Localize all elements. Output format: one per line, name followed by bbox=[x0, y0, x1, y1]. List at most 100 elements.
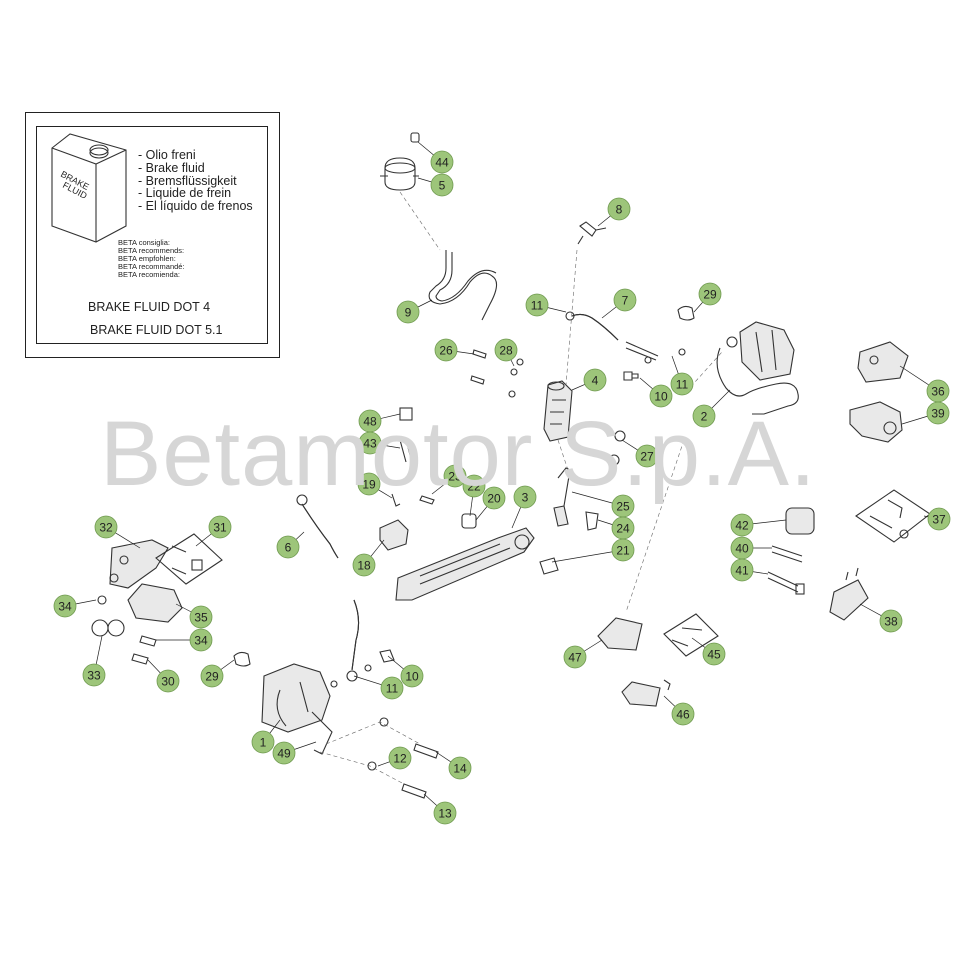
callout-badge bbox=[189, 605, 213, 629]
callout-badge bbox=[482, 486, 506, 510]
part-callout-23: 23 bbox=[443, 464, 467, 488]
language-line: - El líquido de frenos bbox=[138, 199, 253, 214]
callout-number: 10 bbox=[654, 390, 668, 404]
part-callout-22: 22 bbox=[462, 474, 486, 498]
part-callout-40: 40 bbox=[730, 536, 754, 560]
master-cylinder-bolts bbox=[470, 349, 524, 398]
part-callout-42: 42 bbox=[730, 513, 754, 537]
callout-badge bbox=[611, 538, 635, 562]
part-callout-11: 11 bbox=[525, 293, 549, 317]
callout-badge bbox=[430, 173, 454, 197]
part-callout-48: 48 bbox=[358, 409, 382, 433]
legend-inner-frame bbox=[36, 126, 268, 344]
part-callout-34: 34 bbox=[53, 594, 77, 618]
part-callout-44: 44 bbox=[430, 150, 454, 174]
part-callout-31: 31 bbox=[208, 515, 232, 539]
callout-badge bbox=[583, 368, 607, 392]
callout-badge bbox=[433, 801, 457, 825]
recommends-line: BETA recommends: bbox=[118, 246, 185, 255]
part-callout-33: 33 bbox=[82, 663, 106, 687]
callout-number: 42 bbox=[735, 519, 749, 533]
callout-badge bbox=[926, 401, 950, 425]
part-callout-49: 49 bbox=[272, 741, 296, 765]
part-callout-13: 13 bbox=[433, 801, 457, 825]
callout-badge bbox=[730, 513, 754, 537]
callout-number: 27 bbox=[640, 450, 654, 464]
caliper-bleeder-29 bbox=[677, 305, 695, 321]
front-pistons-33-34 bbox=[91, 595, 125, 637]
part-callout-14: 14 bbox=[448, 756, 472, 780]
callout-badge bbox=[927, 507, 951, 531]
clevis-25-24 bbox=[539, 467, 599, 575]
front-pin-kit-31 bbox=[155, 533, 223, 585]
callout-number: 11 bbox=[386, 682, 399, 696]
callout-number: 9 bbox=[405, 306, 412, 320]
front-bolts-30-34 bbox=[131, 635, 157, 665]
callout-number: 10 bbox=[405, 670, 419, 684]
brake-light-switch bbox=[577, 221, 607, 245]
callout-number: 14 bbox=[453, 762, 467, 776]
callout-badge bbox=[525, 293, 549, 317]
callout-number: 46 bbox=[676, 708, 690, 722]
part-callout-38: 38 bbox=[879, 609, 903, 633]
callout-badge bbox=[494, 338, 518, 362]
callout-number: 39 bbox=[931, 407, 945, 421]
callout-badge bbox=[276, 535, 300, 559]
callout-number: 45 bbox=[707, 648, 721, 662]
callout-number: 33 bbox=[87, 669, 101, 683]
callout-number: 32 bbox=[99, 521, 113, 535]
part-callout-7: 7 bbox=[613, 288, 637, 312]
callout-number: 26 bbox=[439, 344, 453, 358]
callout-badge bbox=[448, 756, 472, 780]
hardware-46 bbox=[621, 679, 671, 707]
callout-number: 47 bbox=[568, 651, 582, 665]
legend-frame bbox=[25, 112, 280, 358]
callout-number: 49 bbox=[277, 747, 291, 761]
language-line: - Olio freni bbox=[138, 148, 196, 162]
language-line: - Bremsflüssigkeit bbox=[138, 173, 237, 188]
front-brake-caliper bbox=[261, 663, 333, 755]
part-callout-27: 27 bbox=[635, 444, 659, 468]
watermark: Betamotor S.p.A. bbox=[100, 403, 817, 505]
callout-number: 7 bbox=[622, 294, 629, 308]
callout-number: 34 bbox=[58, 600, 72, 614]
part-callout-47: 47 bbox=[563, 645, 587, 669]
callout-number: 44 bbox=[435, 156, 449, 170]
part-callout-21: 21 bbox=[611, 538, 635, 562]
recommends-line: BETA empfohlen: bbox=[118, 254, 176, 263]
callout-number: 11 bbox=[531, 299, 544, 313]
callout-badge bbox=[396, 300, 420, 324]
callout-badge bbox=[156, 669, 180, 693]
front-brake-hose bbox=[330, 599, 395, 688]
part-callout-20: 20 bbox=[482, 486, 506, 510]
callout-leader-line bbox=[551, 549, 624, 563]
callout-number: 48 bbox=[363, 415, 377, 429]
part-callout-11: 11 bbox=[670, 372, 694, 396]
part-callout-45: 45 bbox=[702, 642, 726, 666]
recommends-line: BETA recomienda: bbox=[118, 270, 180, 279]
callout-number: 22 bbox=[467, 480, 481, 494]
callout-number: 1 bbox=[260, 736, 267, 750]
callout-badge bbox=[730, 558, 754, 582]
part-callout-30: 30 bbox=[156, 669, 180, 693]
callout-number: 38 bbox=[884, 615, 898, 629]
callout-badge bbox=[251, 730, 275, 754]
part-callout-43: 43 bbox=[358, 431, 382, 455]
language-line: - Liquide de frein bbox=[138, 186, 232, 201]
rear-master-cylinder bbox=[543, 380, 573, 471]
return-spring-6 bbox=[296, 494, 339, 559]
part-callout-36: 36 bbox=[926, 379, 950, 403]
part-callout-24: 24 bbox=[611, 516, 635, 540]
callout-number: 37 bbox=[932, 513, 946, 527]
callout-number: 28 bbox=[499, 344, 513, 358]
callout-number: 20 bbox=[487, 492, 501, 506]
callout-badge bbox=[670, 372, 694, 396]
part-callout-4: 4 bbox=[583, 368, 607, 392]
part-callout-39: 39 bbox=[926, 401, 950, 425]
brake-reservoir bbox=[380, 132, 441, 251]
part-callout-32: 32 bbox=[94, 515, 118, 539]
part-callout-18: 18 bbox=[352, 553, 376, 577]
callout-number: 41 bbox=[735, 564, 749, 578]
callout-number: 19 bbox=[362, 478, 376, 492]
